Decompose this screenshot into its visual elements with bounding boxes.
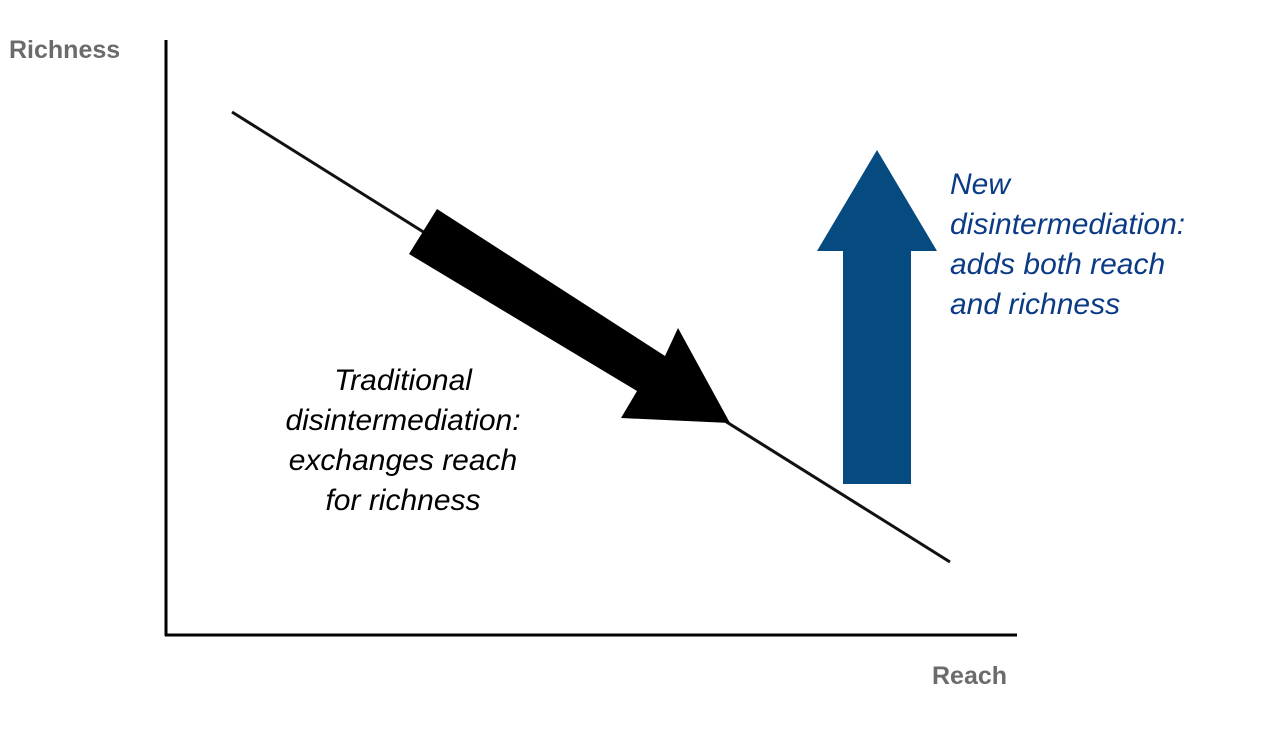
new-annotation-line: and richness (950, 288, 1121, 321)
traditional-annotation-line: exchanges reach (288, 444, 518, 477)
new-annotation-line: New (950, 168, 1011, 201)
traditional-annotation-line: Traditional (334, 364, 472, 397)
traditional-arrow (409, 209, 730, 423)
new-annotation-line: disintermediation: (950, 208, 1186, 241)
traditional-annotation-line: for richness (325, 484, 481, 517)
x-axis-label: Reach (932, 662, 1008, 690)
traditional-annotation: Traditional disintermediation: exchanges… (248, 361, 558, 521)
new-arrow (817, 150, 937, 484)
traditional-annotation-line: disintermediation: (285, 404, 521, 437)
new-annotation: New disintermediation: adds both reach a… (950, 165, 1250, 325)
y-axis-label: Richness (9, 36, 121, 64)
new-annotation-line: adds both reach (950, 248, 1166, 281)
